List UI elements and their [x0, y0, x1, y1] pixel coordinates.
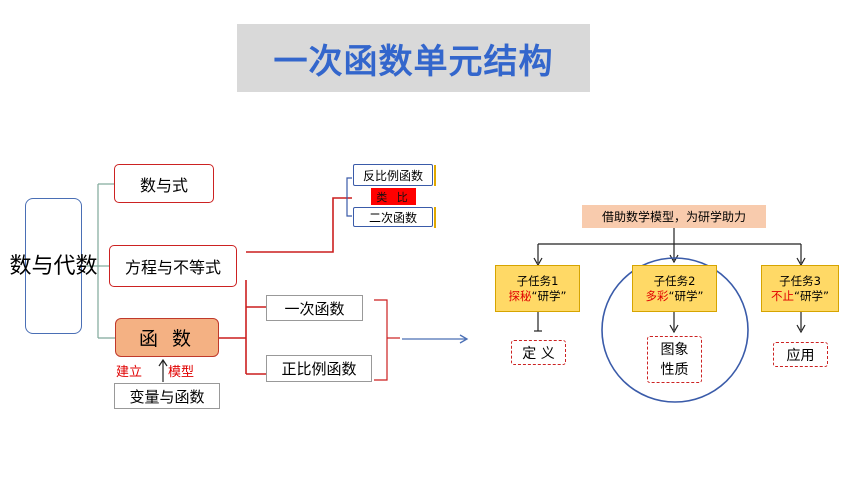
root-bracket [82, 183, 115, 339]
task-2-name: 子任务2 [653, 273, 696, 288]
result-graph-line1: 图象 [660, 341, 689, 358]
highlight-circle [601, 257, 749, 403]
result-application: 应用 [773, 342, 828, 367]
task-3-tag: 不止 [771, 288, 795, 303]
main-arrow [402, 334, 469, 344]
node-equations-inequalities: 方程与不等式 [109, 245, 237, 287]
lower-group-bracket [374, 299, 400, 381]
node-variables-functions: 变量与函数 [114, 383, 220, 409]
function-branches [219, 197, 352, 375]
node-function: 函 数 [115, 318, 219, 357]
task-1-tag: 探秘 [508, 288, 532, 303]
task-2-suffix: “研学” [668, 288, 704, 303]
node-direct-proportion: 正比例函数 [266, 355, 372, 382]
root-math-algebra: 数与代数 [10, 198, 98, 334]
task-3-suffix: “研学” [794, 288, 829, 303]
task-3: 子任务3 不止“研学” [761, 265, 839, 312]
result-graph-line2: 性质 [660, 361, 689, 378]
page-title: 一次函数单元结构 [273, 41, 554, 82]
task-2: 子任务2 多彩“研学” [632, 265, 717, 312]
label-build: 建立 [116, 365, 143, 380]
task-1-name: 子任务1 [516, 273, 559, 288]
node-inverse-proportional: 反比例函数 [353, 164, 433, 186]
task-1: 子任务1 探秘“研学” [495, 265, 580, 312]
node-numbers-expressions: 数与式 [114, 164, 214, 203]
label-model: 模型 [168, 365, 195, 380]
node-task-root: 借助数学模型，为研学助力 [582, 205, 766, 228]
node-quadratic: 二次函数 [353, 207, 433, 227]
top-group-bracket [346, 177, 352, 217]
task-2-tag: 多彩 [645, 288, 669, 303]
build-model-arrow [158, 358, 168, 382]
result-definition: 定 义 [511, 340, 566, 365]
task-3-name: 子任务3 [779, 273, 821, 288]
label-analogy: 类 比 [371, 188, 416, 205]
result-graph-properties: 图象 性质 [647, 336, 702, 383]
task-1-suffix: “研学” [531, 288, 567, 303]
title-background [237, 24, 590, 92]
node-linear-function: 一次函数 [266, 295, 363, 321]
